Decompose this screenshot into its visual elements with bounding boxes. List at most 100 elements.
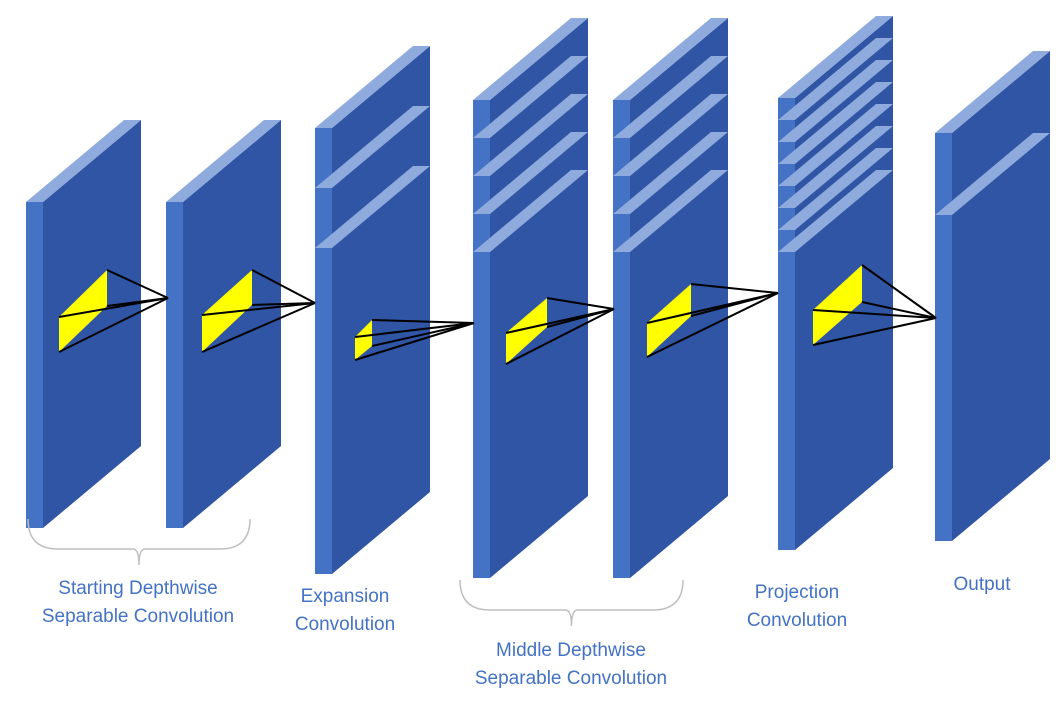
layer-output-slice-1-front bbox=[935, 215, 952, 541]
connector-fan-1 bbox=[58, 269, 169, 353]
layer-starting-1-slice-1-top bbox=[26, 120, 141, 202]
label-middle-depthwise: Middle Depthwise Separable Convolution bbox=[450, 637, 692, 693]
connector-fan-5 bbox=[646, 283, 779, 358]
connector-fan-4-line-1 bbox=[546, 297, 615, 310]
layer-starting-2-slice-1 bbox=[166, 120, 281, 528]
layer-projection-slice-3-top bbox=[778, 126, 893, 208]
layer-projection-slice-6-top bbox=[778, 60, 893, 142]
layer-projection-slice-8-top bbox=[778, 16, 893, 98]
label-expansion-line2: Convolution bbox=[294, 614, 396, 635]
layer-middle-1-slice-1 bbox=[473, 170, 588, 578]
connector-fan-2 bbox=[201, 269, 316, 353]
layer-middle-2-slice-2-top bbox=[613, 132, 728, 214]
connector-fan-4-line-3 bbox=[505, 308, 615, 334]
layer-projection-slice-7-top bbox=[778, 38, 893, 120]
layer-expansion-slice-1-front bbox=[315, 248, 332, 574]
layer-starting-2 bbox=[166, 120, 281, 528]
layer-middle-2-slice-1 bbox=[613, 170, 728, 578]
layer-middle-1-slice-1-face bbox=[490, 170, 588, 578]
layer-output-slice-2-top bbox=[935, 51, 1050, 133]
layer-output-slice-1-top bbox=[935, 133, 1050, 215]
kernel-3 bbox=[355, 320, 372, 360]
connector-fan-6-line-4 bbox=[812, 317, 937, 346]
connector-fan-6 bbox=[812, 264, 937, 346]
layer-projection-slice-5-top bbox=[778, 82, 893, 164]
connector-fan-5-line-3 bbox=[646, 292, 779, 324]
label-middle-depthwise-line2: Separable Convolution bbox=[474, 668, 668, 689]
connector-fan-1-line-3 bbox=[58, 297, 169, 318]
label-expansion: Expansion Convolution bbox=[270, 583, 420, 639]
layer-output bbox=[935, 51, 1050, 541]
label-middle-depthwise-line1: Middle Depthwise bbox=[496, 640, 646, 661]
connector-fan-2-line-4 bbox=[201, 302, 316, 353]
layer-output-slice-1-face bbox=[952, 133, 1050, 541]
connector-fan-4 bbox=[505, 297, 615, 365]
layer-starting-1-slice-1-front bbox=[26, 202, 43, 528]
label-projection-line1: Projection bbox=[754, 582, 840, 603]
layer-expansion-slice-2-top bbox=[315, 106, 430, 188]
connector-fan-6-line-1 bbox=[861, 264, 937, 319]
connector-fan-2-line-3 bbox=[201, 302, 316, 316]
layer-starting-2-slice-1-top bbox=[166, 120, 281, 202]
layer-starting-1 bbox=[26, 120, 141, 528]
connector-fan-3-line-2 bbox=[371, 322, 475, 347]
layer-projection-slice-1-face bbox=[795, 170, 893, 550]
layer-projection-slice-1-top bbox=[778, 170, 893, 252]
connector-fan-5-line-1 bbox=[690, 283, 779, 294]
layer-projection-slice-1 bbox=[778, 170, 893, 550]
label-starting-depthwise: Starting Depthwise Separable Convolution bbox=[18, 575, 258, 631]
layer-expansion-slice-1-top bbox=[315, 166, 430, 248]
kernel-4 bbox=[506, 298, 547, 364]
kernel-5 bbox=[647, 284, 691, 357]
connector-fan-5-line-4 bbox=[646, 292, 779, 358]
connector-fan-6-line-2 bbox=[861, 301, 937, 319]
label-projection-line2: Convolution bbox=[746, 610, 848, 631]
layer-expansion bbox=[315, 46, 430, 574]
layer-starting-1-slice-1 bbox=[26, 120, 141, 528]
layer-middle-2-slice-3-top bbox=[613, 94, 728, 176]
connector-fan-3-line-3 bbox=[354, 322, 475, 338]
layer-middle-2-slice-4-top bbox=[613, 56, 728, 138]
layer-expansion-slice-1 bbox=[315, 166, 430, 574]
label-output-line1: Output bbox=[953, 574, 1011, 595]
layer-starting-2-slice-1-front bbox=[166, 202, 183, 528]
layer-expansion-slice-1-face bbox=[332, 166, 430, 574]
layer-output-slice-1 bbox=[935, 133, 1050, 541]
brace-middle-depthwise bbox=[459, 579, 684, 627]
label-expansion-line1: Expansion bbox=[300, 586, 390, 607]
layer-projection-slice-4-top bbox=[778, 104, 893, 186]
connector-fan-1-line-1 bbox=[106, 269, 169, 299]
layer-middle-2-slice-1-front bbox=[613, 252, 630, 578]
connector-fan-3 bbox=[354, 319, 475, 361]
layer-starting-2-slice-1-face bbox=[183, 120, 281, 528]
connector-fan-3-line-1 bbox=[371, 319, 475, 324]
layer-middle-1-slice-3-top bbox=[473, 94, 588, 176]
label-output: Output bbox=[922, 571, 1042, 599]
kernel-1 bbox=[59, 270, 107, 352]
label-starting-depthwise-line2: Separable Convolution bbox=[41, 606, 235, 627]
kernel-2 bbox=[202, 270, 252, 352]
connector-fan-2-line-1 bbox=[251, 269, 316, 304]
layer-middle-1-slice-1-front bbox=[473, 252, 490, 578]
label-starting-depthwise-line1: Starting Depthwise bbox=[58, 578, 218, 599]
brace-starting-depthwise bbox=[27, 518, 251, 566]
layer-middle-2-slice-5-top bbox=[613, 18, 728, 100]
connector-fan-3-line-4 bbox=[354, 322, 475, 361]
layer-middle-2 bbox=[613, 18, 728, 578]
layer-projection-slice-2-top bbox=[778, 148, 893, 230]
layer-projection-slice-1-front bbox=[778, 252, 795, 550]
layer-middle-2-slice-1-top bbox=[613, 170, 728, 252]
connector-fan-1-line-4 bbox=[58, 297, 169, 353]
layer-middle-1-slice-1-top bbox=[473, 170, 588, 252]
layer-middle-2-slice-1-face bbox=[630, 170, 728, 578]
kernel-6 bbox=[813, 265, 862, 345]
layer-projection bbox=[778, 16, 893, 550]
label-projection: Projection Convolution bbox=[722, 579, 872, 635]
layer-middle-1-slice-2-top bbox=[473, 132, 588, 214]
layer-expansion-slice-3-top bbox=[315, 46, 430, 128]
connector-fan-6-line-3 bbox=[812, 309, 937, 319]
layer-middle-1-slice-5-top bbox=[473, 18, 588, 100]
layer-starting-1-slice-1-face bbox=[43, 120, 141, 528]
